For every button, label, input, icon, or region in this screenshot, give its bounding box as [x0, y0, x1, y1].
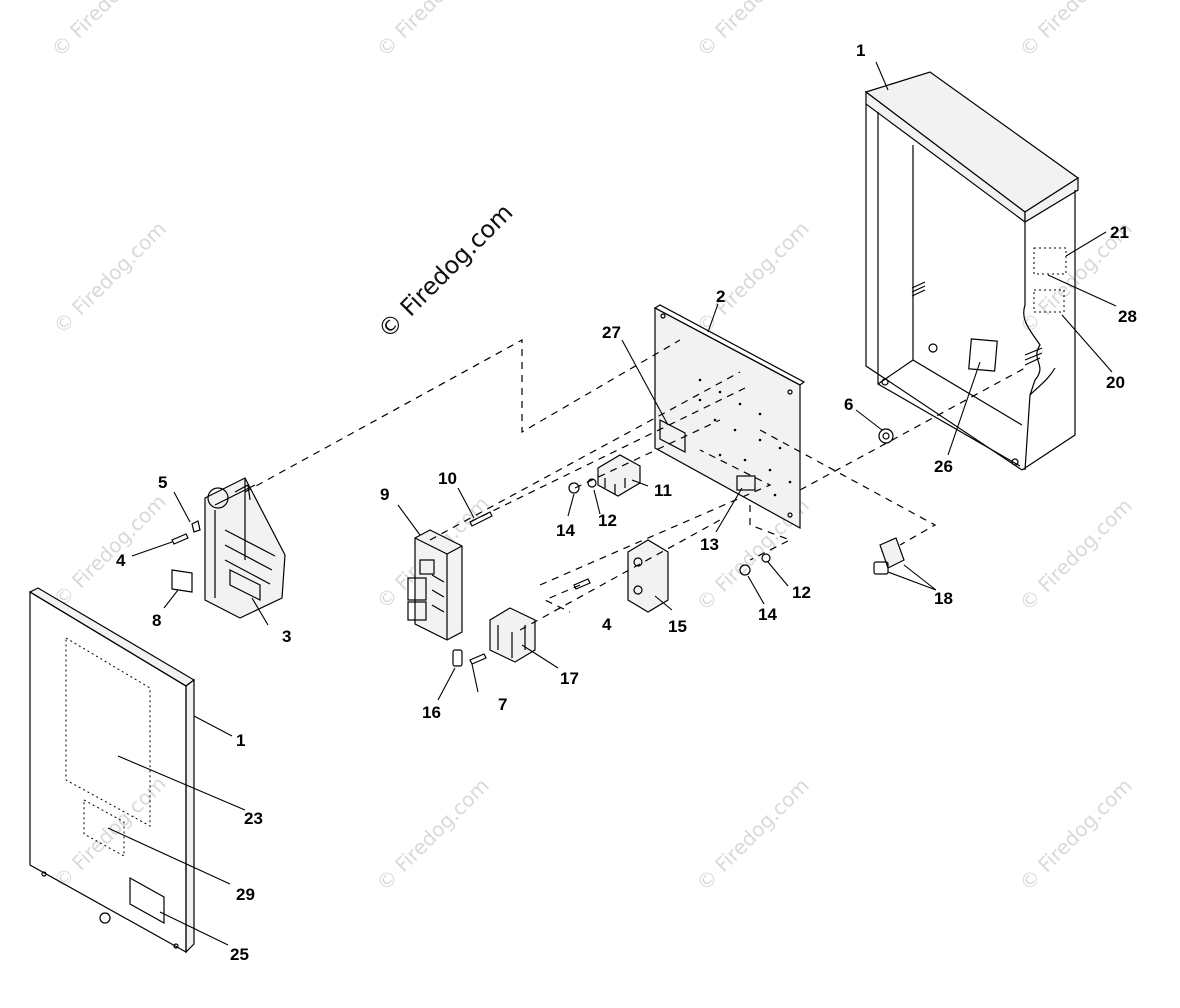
- back-panel: [653, 304, 806, 530]
- callouts: 1 2 27 3 4 5 6 7 8 9 10 11 12 12 13 14 1…: [116, 41, 1137, 964]
- callout-12-a: 12: [598, 511, 617, 530]
- callout-14-b: 14: [758, 605, 777, 624]
- fuse-16: [452, 649, 463, 667]
- washer-12a: [587, 478, 597, 488]
- watermark: © Firedog.com: [1015, 493, 1137, 615]
- door-panel: [28, 587, 196, 954]
- watermark: © Firedog.com: [372, 773, 494, 895]
- watermark: © Firedog.com: [372, 0, 494, 62]
- callout-18: 18: [934, 589, 953, 608]
- enclosure-box: [864, 71, 1080, 471]
- callout-12-b: 12: [792, 583, 811, 602]
- screw-5: [191, 520, 201, 533]
- terminal-block: [597, 454, 641, 497]
- washer-12b: [761, 553, 771, 563]
- callout-26: 26: [934, 457, 953, 476]
- callout-15: 15: [668, 617, 687, 636]
- callout-10: 10: [438, 469, 457, 488]
- callout-6: 6: [844, 395, 853, 414]
- callout-27: 27: [602, 323, 621, 342]
- screw-4-mid: [573, 578, 591, 590]
- callout-16: 16: [422, 703, 441, 722]
- callout-28: 28: [1118, 307, 1137, 326]
- nut-6-hole: [882, 432, 890, 440]
- nut-14a: [568, 482, 580, 494]
- brand-watermark: © Firedog.com: [372, 198, 518, 344]
- callout-4-mid: 4: [602, 615, 612, 634]
- controller-module: [204, 477, 286, 619]
- leader-lines: [107, 61, 1117, 946]
- callout-4-left: 4: [116, 551, 126, 570]
- nut-14b: [739, 564, 751, 576]
- watermark: © Firedog.com: [49, 489, 171, 611]
- callout-8: 8: [152, 611, 161, 630]
- callout-21: 21: [1110, 223, 1129, 242]
- callout-23: 23: [244, 809, 263, 828]
- fuse-block: [489, 607, 536, 663]
- callout-11: 11: [654, 481, 672, 500]
- callout-2: 2: [716, 287, 725, 306]
- callout-1-door: 1: [236, 731, 245, 750]
- watermark: © Firedog.com: [692, 0, 814, 62]
- callout-1-enclosure: 1: [856, 41, 865, 60]
- switch-18: [873, 537, 905, 575]
- watermark: © Firedog.com: [47, 0, 169, 62]
- callout-7: 7: [498, 695, 507, 714]
- watermark: © Firedog.com: [692, 216, 814, 338]
- callout-5: 5: [158, 473, 167, 492]
- callout-14-a: 14: [556, 521, 575, 540]
- fuse-holder: [627, 539, 669, 613]
- nut-6: [878, 428, 894, 444]
- watermark: © Firedog.com: [1015, 773, 1137, 895]
- watermark: © Firedog.com: [49, 216, 171, 338]
- assembly-lines: [244, 338, 1026, 631]
- callout-20: 20: [1106, 373, 1125, 392]
- watermark: © Firedog.com: [692, 773, 814, 895]
- label-8: [171, 569, 193, 593]
- circuit-board: [407, 529, 463, 641]
- watermark: © Firedog.com: [49, 771, 171, 893]
- callout-25: 25: [230, 945, 249, 964]
- callout-9: 9: [380, 485, 389, 504]
- screw-4-left: [171, 533, 189, 545]
- callout-17: 17: [560, 669, 579, 688]
- callout-13: 13: [700, 535, 719, 554]
- screw-7: [469, 653, 487, 665]
- watermark: © Firedog.com: [1015, 0, 1137, 62]
- callout-3: 3: [282, 627, 291, 646]
- callout-29: 29: [236, 885, 255, 904]
